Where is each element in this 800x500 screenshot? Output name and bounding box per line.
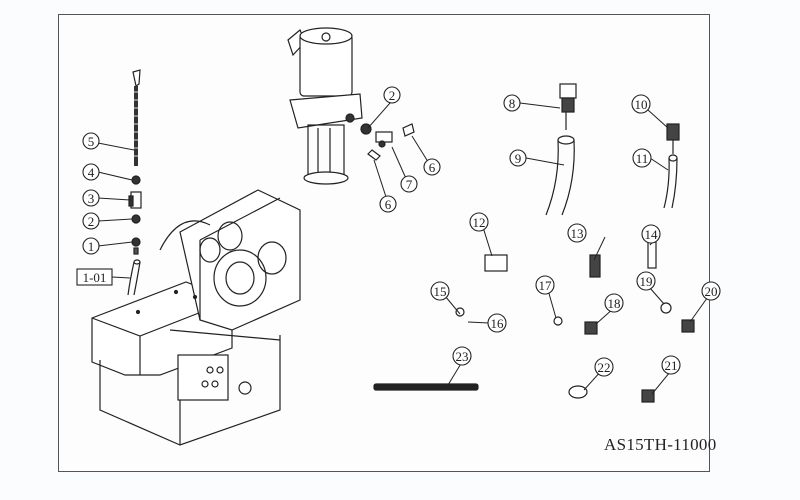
plug-18-part [584, 321, 598, 335]
clamp-22-part [568, 385, 588, 399]
callout-3: 3 [82, 189, 100, 207]
callout-20: 20 [701, 281, 721, 301]
fitting-8-hose-9 [545, 83, 577, 216]
coolant-pump [287, 27, 415, 185]
callout-4: 4 [82, 163, 100, 181]
callout-9: 9 [509, 149, 527, 167]
svg-text:21: 21 [665, 358, 678, 373]
callout-6-right: 6 [423, 158, 441, 176]
callout-17: 17 [535, 275, 555, 295]
svg-text:7: 7 [406, 177, 413, 192]
svg-text:2: 2 [389, 88, 396, 103]
svg-text:13: 13 [571, 226, 584, 241]
callout-16: 16 [487, 313, 507, 333]
svg-text:14: 14 [645, 227, 659, 242]
callout-8: 8 [503, 94, 521, 112]
svg-text:1: 1 [88, 239, 95, 254]
drawing-number: AS15TH-11000 [604, 435, 717, 454]
callout-1: 1 [82, 237, 100, 255]
block-12-part [484, 254, 508, 272]
svg-text:23: 23 [456, 349, 469, 364]
washer-17-part [553, 316, 563, 326]
svg-text:2: 2 [88, 214, 95, 229]
callout-6-left: 6 [379, 195, 397, 213]
callout-15: 15 [430, 281, 450, 301]
callout-11: 11 [632, 148, 652, 168]
svg-text:5: 5 [88, 134, 95, 149]
svg-text:20: 20 [705, 284, 718, 299]
callout-5: 5 [82, 132, 100, 150]
fitting-10-hose-11 [663, 123, 680, 209]
callout-19: 19 [636, 271, 656, 291]
washer-19-part [660, 302, 672, 314]
svg-text:12: 12 [473, 215, 486, 230]
machine-body [91, 189, 301, 446]
svg-text:4: 4 [88, 165, 95, 180]
callout-2: 2 [82, 212, 100, 230]
callout-18: 18 [604, 293, 624, 313]
clip-15-part [455, 307, 465, 317]
svg-text:3: 3 [88, 191, 95, 206]
callout-12: 12 [469, 212, 489, 232]
rod-23-part [373, 383, 479, 391]
callout-14: 14 [641, 224, 661, 244]
svg-text:9: 9 [515, 151, 522, 166]
svg-text:16: 16 [491, 316, 505, 331]
svg-text:18: 18 [608, 296, 621, 311]
flex-hose-part [127, 69, 142, 296]
svg-text:11: 11 [636, 151, 649, 166]
adapter-13-part [589, 254, 601, 278]
svg-text:6: 6 [385, 197, 392, 212]
callout-10: 10 [631, 94, 651, 114]
svg-text:19: 19 [640, 274, 653, 289]
plug-21-part [641, 389, 655, 403]
svg-text:10: 10 [635, 97, 648, 112]
svg-text:17: 17 [539, 278, 553, 293]
callout-23: 23 [452, 346, 472, 366]
callout-7: 7 [400, 175, 418, 193]
callout-22: 22 [594, 357, 614, 377]
diagram-frame [58, 14, 710, 472]
callout-1-01: 1-01 [76, 268, 113, 286]
svg-text:6: 6 [429, 160, 436, 175]
callout-21: 21 [661, 355, 681, 375]
svg-text:15: 15 [434, 284, 447, 299]
svg-text:22: 22 [598, 360, 611, 375]
svg-text:8: 8 [509, 96, 516, 111]
plug-20-part [681, 319, 695, 333]
callout-13: 13 [567, 223, 587, 243]
svg-text:1-01: 1-01 [83, 270, 107, 285]
callout-2-pump: 2 [383, 86, 401, 104]
